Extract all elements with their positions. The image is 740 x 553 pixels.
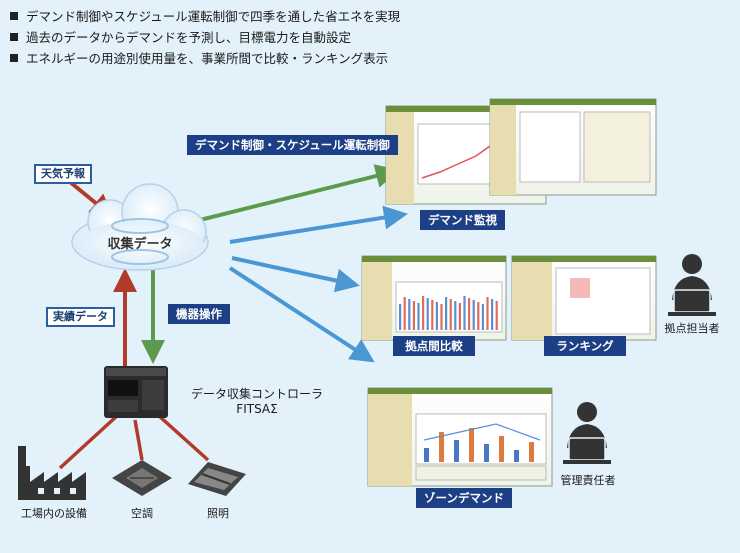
- thumbnail-bar: [499, 436, 504, 462]
- line-controller-to-lighting: [156, 413, 210, 462]
- controller-device: [104, 366, 168, 418]
- controller-model: FITSAΣ: [236, 402, 278, 416]
- thumbnail-bar: [468, 298, 471, 330]
- admin-label: 管理責任者: [560, 474, 616, 487]
- thumbnail-bar: [484, 444, 489, 462]
- screenshot-ranking: [511, 255, 657, 341]
- thumbnail-bar: [403, 297, 406, 330]
- thumbnail-bar: [458, 303, 461, 330]
- line-controller-to-factory: [58, 413, 120, 470]
- factory-label: 工場内の設備: [21, 507, 87, 520]
- ranking-label: ランキング: [544, 336, 626, 356]
- thumbnail-bar: [449, 299, 452, 330]
- thumbnail-bar: [412, 301, 415, 330]
- feature-text: デマンド制御やスケジュール運転制御で四季を通した省エネを実現: [26, 9, 401, 24]
- thumbnail-bar: [431, 300, 434, 330]
- screenshot-demand-monitor: [385, 98, 657, 205]
- screenshot-site-compare: [361, 255, 507, 341]
- site-compare-label: 拠点間比較: [393, 336, 475, 356]
- thumbnail-bar: [424, 448, 429, 462]
- bullet-square-icon: [10, 12, 18, 20]
- site-manager-label: 拠点担当者: [664, 322, 720, 335]
- thumbnail-bar: [463, 296, 466, 330]
- thumbnail-bar: [399, 304, 402, 330]
- thumbnail-bar: [481, 304, 484, 330]
- lighting-label: 照明: [207, 507, 229, 520]
- thumbnail-bar: [422, 296, 425, 330]
- actual-data-tag: 実績データ: [46, 307, 115, 327]
- arrow-cloud-to-demand-screen: [229, 205, 408, 244]
- weather-forecast-tag: 天気予報: [34, 164, 92, 184]
- thumbnail-bar: [439, 432, 444, 462]
- admin-icon: [563, 402, 611, 464]
- thumbnail-bar: [417, 303, 420, 330]
- feature-text: エネルギーの用途別使用量を、事業所間で比較・ランキング表示: [26, 51, 389, 66]
- equipment-operation-label: 機器操作: [168, 304, 230, 324]
- thumbnail-line: [423, 423, 541, 441]
- demand-monitor-label: デマンド監視: [420, 210, 505, 230]
- thumbnail-bar: [472, 300, 475, 330]
- arrow-cloud-to-zone-demand: [228, 266, 375, 363]
- feature-list: デマンド制御やスケジュール運転制御で四季を通した省エネを実現 過去のデータからデ…: [10, 6, 400, 69]
- thumbnail-bar: [435, 302, 438, 330]
- factory-icon: [18, 446, 86, 500]
- zone-demand-label: ゾーンデマンド: [416, 488, 512, 508]
- site-manager-icon: [668, 254, 716, 316]
- arrow-cloud-to-site-compare: [231, 256, 360, 293]
- feature-text: 過去のデータからデマンドを予測し、目標電力を自動設定: [26, 30, 352, 45]
- thumbnail-bar: [477, 302, 480, 330]
- aircon-label: 空調: [131, 507, 153, 520]
- thumbnail-bar: [445, 297, 448, 330]
- line-controller-to-aircon: [133, 419, 144, 461]
- lighting-icon: [188, 462, 246, 496]
- feature-item: デマンド制御やスケジュール運転制御で四季を通した省エネを実現: [10, 6, 400, 27]
- feature-item: 過去のデータからデマンドを予測し、目標電力を自動設定: [10, 27, 400, 48]
- thumbnail-bar: [408, 299, 411, 330]
- demand-control-label: デマンド制御・スケジュール運転制御: [187, 135, 398, 155]
- aircon-icon: [112, 460, 172, 496]
- controller-label: データ収集コントローラ FITSAΣ: [184, 387, 330, 417]
- controller-name: データ収集コントローラ: [190, 387, 323, 401]
- bullet-square-icon: [10, 54, 18, 62]
- cloud-label: 収集データ: [107, 237, 173, 252]
- thumbnail-bar: [491, 299, 494, 330]
- thumbnail-bar: [529, 442, 534, 462]
- thumbnail-bar: [454, 440, 459, 462]
- thumbnail-bar: [426, 298, 429, 330]
- thumbnail-bar: [486, 297, 489, 330]
- feature-item: エネルギーの用途別使用量を、事業所間で比較・ランキング表示: [10, 48, 400, 69]
- bullet-square-icon: [10, 33, 18, 41]
- thumbnail-bar: [514, 450, 519, 462]
- thumbnail-bar: [469, 428, 474, 462]
- thumbnail-bar: [440, 304, 443, 330]
- thumbnail-bar: [454, 301, 457, 330]
- thumbnail-bar: [495, 301, 498, 330]
- screenshot-zone-demand: [367, 387, 553, 487]
- arrow-cloud-to-demand-monitor: [191, 164, 400, 224]
- cloud-shape: [71, 183, 209, 271]
